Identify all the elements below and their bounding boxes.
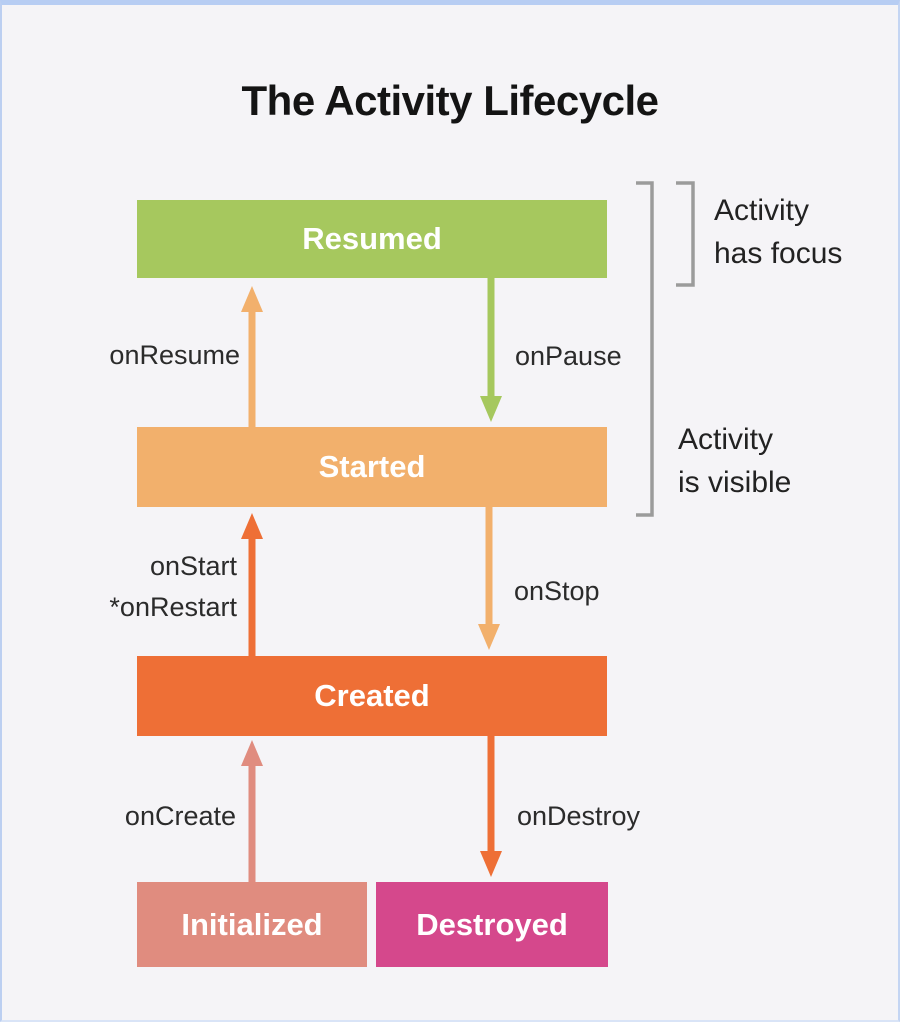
- state-label-resumed: Resumed: [302, 221, 442, 256]
- annotation-has-focus-line2: has focus: [714, 237, 843, 270]
- annotation-is-visible-line1: Activity: [678, 423, 774, 456]
- arrow-head: [480, 851, 502, 877]
- state-label-destroyed: Destroyed: [416, 906, 568, 942]
- annotation-is-visible-line2: is visible: [678, 466, 792, 499]
- arrows-and-brackets-layer: [241, 181, 695, 882]
- arrow-head: [241, 740, 263, 766]
- is-visible-bracket: [636, 181, 654, 517]
- onstop-down-arrow-icon: [478, 507, 500, 650]
- state-box-started: Started: [137, 427, 607, 507]
- arrow-stem: [248, 306, 256, 427]
- arrow-stem: [485, 507, 493, 630]
- arrow-stem: [248, 533, 256, 656]
- ondestroy-down-arrow-icon: [480, 736, 502, 877]
- annotation-has-focus-line1: Activity: [714, 194, 810, 227]
- transition-label-onstart: onStart *onRestart: [22, 546, 237, 628]
- annotation-is-visible: Activity is visible: [678, 418, 791, 504]
- transition-label-oncreate: onCreate: [124, 801, 236, 831]
- state-label-created: Created: [314, 678, 430, 713]
- state-label-initialized: Initialized: [181, 906, 323, 942]
- state-box-initialized: Initialized: [137, 882, 367, 967]
- arrow-stem: [487, 278, 495, 402]
- onresume-up-arrow-icon: [241, 286, 263, 427]
- transition-label-onpause: onPause: [515, 341, 622, 371]
- transition-label-onrestart: *onRestart: [109, 592, 237, 622]
- transition-label-ondestroy: onDestroy: [517, 801, 641, 831]
- transition-label-onstop: onStop: [514, 576, 600, 606]
- state-label-started: Started: [318, 449, 426, 484]
- has-focus-bracket: [676, 181, 695, 287]
- arrow-stem: [487, 736, 495, 857]
- arrow-stem: [248, 760, 256, 882]
- state-box-resumed: Resumed: [137, 200, 607, 278]
- onpause-down-arrow-icon: [480, 278, 502, 422]
- annotation-has-focus: Activity has focus: [714, 189, 842, 275]
- arrow-head: [241, 513, 263, 539]
- state-box-created: Created: [137, 656, 607, 736]
- transition-label-onstart-main: onStart: [149, 551, 237, 581]
- oncreate-up-arrow-icon: [241, 740, 263, 882]
- arrow-head: [480, 396, 502, 422]
- diagram-title: The Activity Lifecycle: [241, 77, 659, 124]
- arrow-head: [478, 624, 500, 650]
- onstart-up-arrow-icon: [241, 513, 263, 656]
- arrow-head: [241, 286, 263, 312]
- state-box-destroyed: Destroyed: [376, 882, 608, 967]
- transition-label-onresume: onResume: [109, 340, 240, 370]
